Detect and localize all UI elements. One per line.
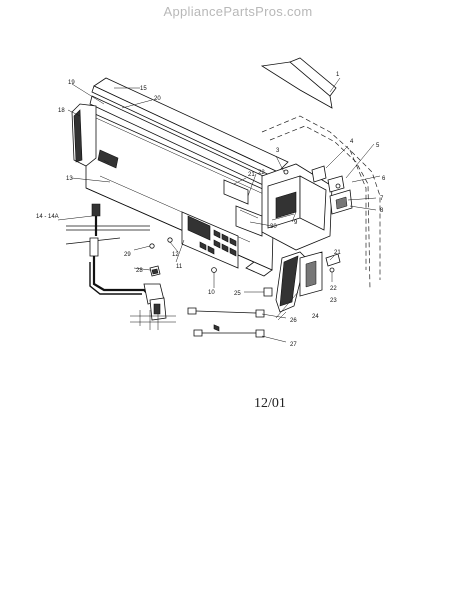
callout-7: 7 [380,196,384,202]
part-wire-harness [65,203,176,330]
part-small-hardware [149,237,217,280]
part-connector-25 [263,287,273,297]
callout-25: 25 [234,291,241,297]
part-jumper-wires [187,307,265,338]
watermark: AppliancePartsPros.com [163,4,313,19]
date-code: 12/01 [254,396,286,411]
part-end-cap [71,103,97,167]
callout-6: 6 [382,176,386,182]
callout-11: 11 [176,264,183,270]
callout-5: 5 [376,143,380,149]
callout-14-14a: 14 - 14A [36,214,59,220]
svg-text:~~: ~~ [102,158,110,166]
callout-29: 29 [124,252,131,258]
callout-10: 10 [208,290,215,296]
part-side-bracket [275,251,323,313]
callout-20: 20 [154,96,161,102]
callout-4: 4 [350,139,354,145]
part-control-pad [181,211,239,332]
part-screws-right [325,253,341,282]
callout-18: 18 [58,108,65,114]
callout-28: 28 [136,268,143,274]
callout-3: 3 [276,148,280,154]
callout-labels: 1 4 5 6 7 8 3 19 15 20 18 13 21 22 9 30 … [36,72,386,348]
callout-27: 27 [290,342,297,348]
callout-22b: 22 [330,286,337,292]
callout-12: 12 [172,252,179,258]
callout-19: 19 [68,80,75,86]
side-panel-outline [261,115,381,291]
callout-30: 30 [270,224,277,230]
callout-15: 15 [140,86,147,92]
callout-1: 1 [336,72,340,78]
callout-24: 24 [312,314,319,320]
callout-26: 26 [290,318,297,324]
callout-9: 9 [294,220,298,226]
callout-21a: 21 [248,172,255,178]
part-clips-right [311,165,353,215]
callout-21b: 21 [334,250,341,256]
callout-8: 8 [380,208,384,214]
part-trim-piece [260,57,337,109]
leader-lines [57,83,381,343]
part-control-board [261,163,333,251]
callout-23: 23 [330,298,337,304]
part-bracket-21 [223,179,263,237]
callout-13: 13 [66,176,73,182]
console-body: ~~ [85,77,289,277]
callout-22a: 22 [258,170,265,176]
